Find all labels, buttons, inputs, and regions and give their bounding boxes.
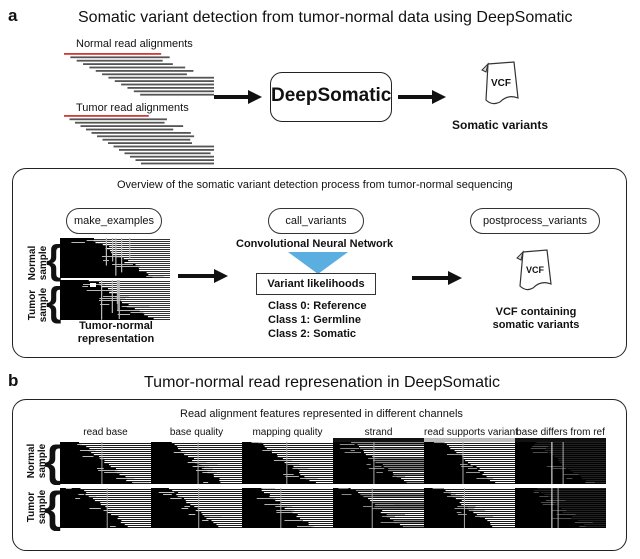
arrow-to-vcf [398, 90, 446, 104]
step-make-examples: make_examples [66, 208, 162, 234]
channel-label-2: mapping quality [252, 427, 323, 438]
channels-image-strip [60, 438, 606, 528]
cnn-triangle [288, 252, 348, 274]
channel-label-0: read base [83, 427, 128, 438]
arrow-to-cnn [178, 269, 228, 283]
channel-label-3: strand [364, 427, 393, 438]
tumor-reads-label: Tumor read alignments [76, 102, 189, 114]
vcf-icon-text: VCF [491, 78, 511, 89]
normal-reads-label: Normal read alignments [76, 38, 193, 50]
somatic-variants-label: Somatic variants [452, 118, 549, 132]
overview-box [12, 168, 627, 358]
arrow-to-deepsomatic [214, 90, 262, 104]
panel-b-letter: b [8, 371, 19, 390]
channel-4-image [424, 438, 515, 528]
vcf-output-label: VCF containing somatic variants [492, 306, 580, 331]
panel-b-title: Tumor-normal read represenation in DeepS… [144, 374, 501, 391]
overview-title: Overview of the somatic variant detectio… [117, 179, 513, 191]
channels-subtitle: Read alignment features represented in d… [180, 408, 463, 420]
channel-1-image [151, 438, 242, 528]
class-1-label: Class 1: Germline [268, 314, 361, 326]
variant-likelihoods-label: Variant likelihoods [267, 278, 365, 290]
channel-2-image [242, 438, 333, 528]
deepsomatic-label: DeepSomatic [271, 85, 392, 106]
vcf-output-icon-text: VCF [526, 265, 544, 275]
overview-tumor-brace: { [46, 280, 62, 324]
vcf-output-icon [516, 249, 552, 291]
channel-label-4: read supports variant [424, 427, 518, 438]
arrow-to-vcf-output [412, 271, 462, 285]
variant-likelihoods-box: Variant likelihoods [256, 273, 376, 295]
overview-tumor-sample-image [60, 280, 170, 320]
class-2-label: Class 2: Somatic [268, 328, 357, 340]
deepsomatic-box: DeepSomatic [270, 72, 392, 122]
step-postprocess-variants: postprocess_variants [470, 208, 600, 234]
channel-0-image [60, 438, 151, 528]
overview-normal-sample-image [60, 238, 170, 278]
channel-label-1: base quality [169, 427, 224, 438]
channels-tumor-brace: { [44, 483, 62, 532]
normal-read-alignments-image [64, 53, 214, 96]
vcf-file-icon [481, 61, 519, 105]
panel-a-title: Somatic variant detection from tumor-nor… [78, 9, 573, 26]
cnn-label: Convolutional Neural Network [236, 238, 394, 250]
tumor-normal-representation-label: Tumor-normal representation [77, 320, 155, 345]
channels-box [12, 399, 627, 551]
class-0-label: Class 0: Reference [268, 300, 367, 312]
channel-label-5: base differs from ref [516, 427, 605, 438]
channel-5-image [515, 438, 606, 528]
overview-normal-brace: { [46, 238, 62, 282]
tumor-read-alignments-image [64, 115, 214, 165]
step-call-variants: call_variants [268, 208, 364, 234]
channel-3-image [333, 438, 424, 528]
channels-normal-brace: { [44, 437, 62, 486]
panel-a-letter: a [8, 6, 18, 25]
